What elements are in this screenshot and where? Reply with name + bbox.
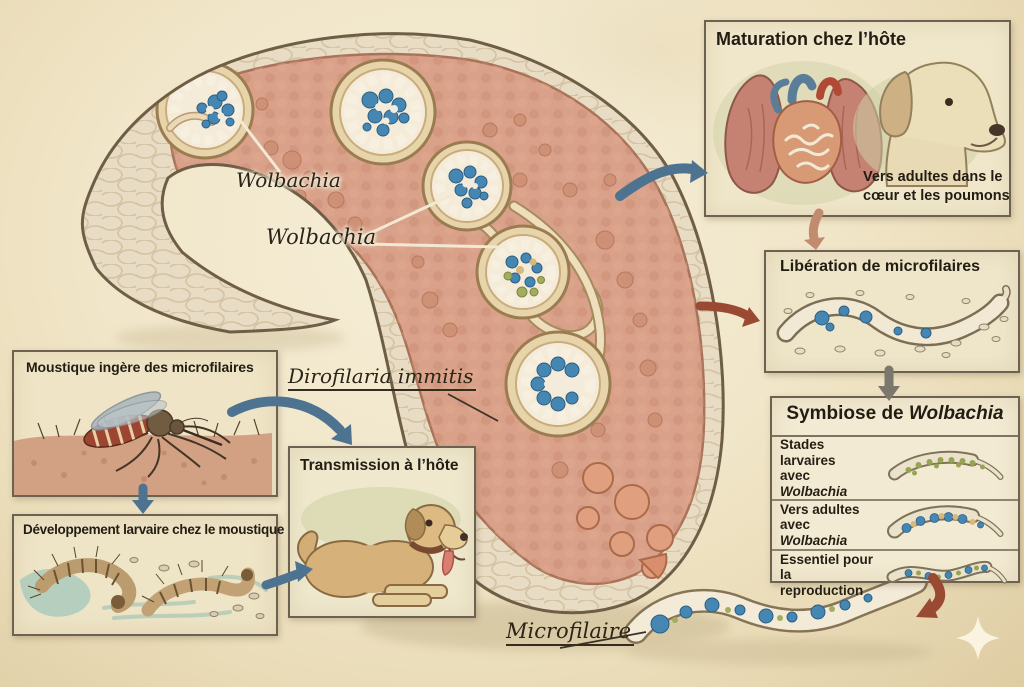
label-wolbachia-lower: Wolbachia: [266, 225, 377, 249]
debris-cells: [129, 557, 265, 619]
transmission-box: Transmission à l’hôte: [288, 446, 476, 618]
label-microfilaire: Microfilaire: [506, 619, 635, 646]
arrow-worm-to-liberation: [695, 301, 760, 327]
reproduction-worm-illustration: [886, 560, 1007, 584]
arrow-worm-to-maturation: [615, 160, 708, 201]
dog-ear: [404, 508, 426, 541]
dog-nose: [460, 533, 468, 541]
microfilaria-release-illustration: [776, 285, 1011, 358]
dog-tongue: [441, 550, 455, 576]
mosquito-proboscis: [182, 428, 223, 447]
maturation-title: Maturation chez l’hôte: [716, 29, 907, 49]
dog-illustration: [297, 487, 468, 607]
sparkle-icon: [956, 616, 1000, 660]
dog-collar: [408, 540, 445, 554]
moustique-title: Moustique ingère des microfilaires: [26, 359, 254, 375]
dog-eye: [945, 98, 953, 106]
arrow-maturation-to-liberation: [804, 208, 825, 250]
maturation-box: Maturation chez l’hôte: [704, 20, 1011, 217]
symbiose-title: Symbiose de Wolbachia: [772, 398, 1018, 437]
uterus-cross-section: [329, 58, 437, 166]
maturation-caption: Vers adultes dans le cœur et les poumons: [863, 169, 1010, 204]
developpement-box: Développement larvaire chez le moustique: [12, 514, 284, 636]
transmission-title: Transmission à l’hôte: [300, 457, 459, 474]
mosquito-wing: [96, 399, 168, 429]
dog-eye: [425, 519, 433, 527]
adult-worm-illustration: [887, 505, 1004, 539]
uterus-cross-section: [504, 330, 612, 438]
interior-cells: [232, 97, 663, 479]
larvae-illustration: [20, 545, 268, 620]
uterus-cross-section: [421, 140, 513, 232]
developpement-title: Développement larvaire chez le moustique: [23, 522, 285, 537]
uterine-tubes: [472, 200, 606, 420]
skin-surface: [14, 433, 272, 495]
dog-head-illustration: [853, 61, 1007, 187]
uterus-cross-section: [475, 224, 571, 320]
liberation-box: Libération de microfilaires: [764, 250, 1020, 373]
larva: [27, 545, 137, 613]
intestinal-coils: [576, 462, 674, 580]
moustique-box: Moustique ingère des microfilaires: [12, 350, 278, 497]
free-cells: [783, 290, 1009, 358]
larval-worm-illustration: [888, 450, 1004, 481]
mosquito-illustration: [14, 391, 272, 495]
dog-nose: [989, 124, 1005, 136]
label-wolbachia-upper: Wolbachia: [236, 168, 341, 192]
dog-front-leg: [372, 593, 432, 607]
label-dirofilaria-immitis: Dirofilaria immitis: [288, 364, 477, 391]
adult-worms-in-heart: [784, 123, 834, 171]
liberation-title: Libération de microfilaires: [780, 258, 981, 275]
uterus-cross-section: [155, 60, 255, 160]
larva: [141, 560, 255, 617]
mosquito-head: [169, 419, 185, 435]
